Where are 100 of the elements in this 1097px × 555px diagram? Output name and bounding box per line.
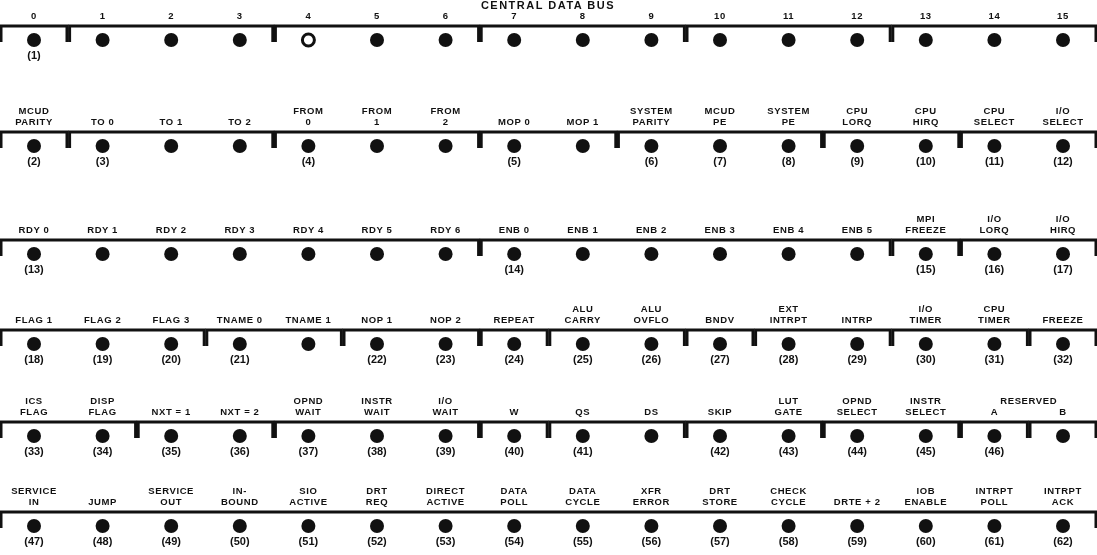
lamp-number: (25) <box>573 353 593 365</box>
lamp-label: A <box>990 406 999 417</box>
lamp-label: QS <box>575 406 591 417</box>
lamp-number: (49) <box>161 535 181 547</box>
lamp-label: 14 <box>988 10 1001 21</box>
lamp-number: (3) <box>95 155 110 167</box>
lamp-label: ALU CARRY <box>564 303 601 325</box>
lamp-label: ENB 4 <box>773 224 805 235</box>
lamp-number: (12) <box>1053 155 1073 167</box>
lamp-number: (52) <box>367 535 387 547</box>
lamp-label: DRTE + 2 <box>833 496 881 507</box>
lamp-number: (30) <box>916 353 936 365</box>
lamp-label: DATA POLL <box>500 485 529 507</box>
lamp-label: 12 <box>851 10 864 21</box>
lamp-number: (39) <box>435 445 456 457</box>
lamp-number: (56) <box>641 535 662 547</box>
lamp-label: LUT GATE <box>774 395 803 417</box>
lamp-number: (8) <box>781 155 796 167</box>
lamp-number: (14) <box>504 263 524 275</box>
lamp-label: RDY 5 <box>361 224 393 235</box>
lamp-number: (32) <box>1053 353 1073 365</box>
lamp-label: NOP 1 <box>361 314 393 325</box>
lamp-label: 15 <box>1057 10 1069 21</box>
lamp-number: (53) <box>435 535 456 547</box>
lamp-label: FLAG 3 <box>152 314 190 325</box>
lamp-number: (15) <box>916 263 936 275</box>
lamp-label: 7 <box>511 10 518 21</box>
lamp-label: INSTR WAIT <box>361 395 393 417</box>
lamp-label: 1 <box>99 10 106 21</box>
lamp-number: (47) <box>24 535 44 547</box>
lamp-label: SIO ACTIVE <box>289 485 328 507</box>
lamp-label: NXT = 1 <box>151 406 191 417</box>
lamp-label: 3 <box>236 10 243 21</box>
lamp-number: (43) <box>778 445 799 457</box>
lamp-number: (55) <box>573 535 593 547</box>
lamp-label: DS <box>644 406 659 417</box>
lamp-number: (48) <box>92 535 113 547</box>
lamp-number: (21) <box>230 353 250 365</box>
lamp-label: SYSTEM PARITY <box>630 105 673 127</box>
lamp-number: (16) <box>984 263 1005 275</box>
lamp-label: SKIP <box>707 406 733 417</box>
lamp-label: BNDV <box>705 314 735 325</box>
lamp-label: TNAME 0 <box>216 314 263 325</box>
lamp-label: CPU LORQ <box>842 105 873 127</box>
lamp-label: OPND WAIT <box>293 395 324 417</box>
lamp-label: TNAME 1 <box>285 314 332 325</box>
lamp-label: CPU SELECT <box>973 105 1015 127</box>
lamp-number: (4) <box>301 155 316 167</box>
lamp-label: INTRP <box>841 314 873 325</box>
lamp-label: ENB 3 <box>704 224 736 235</box>
lamp-number: (18) <box>24 353 44 365</box>
lamp-label: EXT INTRPT <box>769 303 808 325</box>
lamp-number: (9) <box>850 155 864 167</box>
lamp-number: (40) <box>504 445 524 457</box>
lamp-label: INTRPT POLL <box>975 485 1014 507</box>
lamp-label: IOB ENABLE <box>904 485 948 507</box>
lamp-number: (45) <box>916 445 936 457</box>
lamp-label: 9 <box>648 10 655 21</box>
lamp-label: I/O TIMER <box>909 303 943 325</box>
lamp-label: I/O WAIT <box>432 395 459 417</box>
lamp-number: (6) <box>644 155 659 167</box>
lamp-label: B <box>1059 406 1067 417</box>
lamp-number: (5) <box>507 155 521 167</box>
lamp-label: SERVICE IN <box>11 485 57 507</box>
lamp-number: (11) <box>984 155 1004 167</box>
lamp-number: (46) <box>984 445 1005 457</box>
lamp-number: (37) <box>298 445 319 457</box>
lamp-label: DRT REQ <box>365 485 389 507</box>
lamp-label: RDY 3 <box>224 224 256 235</box>
lamp-number: (42) <box>710 445 730 457</box>
lamp-label: DIRECT ACTIVE <box>426 485 466 507</box>
lamp-number: (60) <box>916 535 936 547</box>
lamp-label: FREEZE <box>1042 314 1084 325</box>
lamp-label: I/O LORQ <box>979 213 1010 235</box>
lamp-number: (62) <box>1053 535 1073 547</box>
panel-title: CENTRAL DATA BUS <box>480 0 616 11</box>
lamp-label: DRT STORE <box>702 485 738 507</box>
lamp-label: 4 <box>305 10 312 21</box>
lamp-number: (57) <box>710 535 730 547</box>
lamp-label: 6 <box>442 10 449 21</box>
lamp-number: (54) <box>504 535 524 547</box>
lamp-label: ENB 2 <box>635 224 667 235</box>
lamp-label: 8 <box>579 10 586 21</box>
lamp-label: W <box>509 406 519 417</box>
lamp-label: SYSTEM PE <box>767 105 810 127</box>
lamp-label: I/O SELECT <box>1042 105 1084 127</box>
lamp-label: RDY 2 <box>155 224 187 235</box>
lamp-label: FROM 1 <box>361 105 393 127</box>
lamp-label: MCUD PARITY <box>15 105 53 127</box>
lamp-number: (7) <box>713 155 727 167</box>
lamp-number: (58) <box>778 535 799 547</box>
lamp-number: (26) <box>641 353 662 365</box>
lamp-label: MCUD PE <box>704 105 736 127</box>
lamp-label: ENB 0 <box>498 224 530 235</box>
lamp-label: FROM 0 <box>293 105 324 127</box>
lamp-number: (38) <box>367 445 387 457</box>
lamp-label: CPU HIRQ <box>912 105 939 127</box>
lamp-label: RDY 0 <box>18 224 50 235</box>
lamp-number: (51) <box>298 535 319 547</box>
lamp-label: NOP 2 <box>429 314 462 325</box>
